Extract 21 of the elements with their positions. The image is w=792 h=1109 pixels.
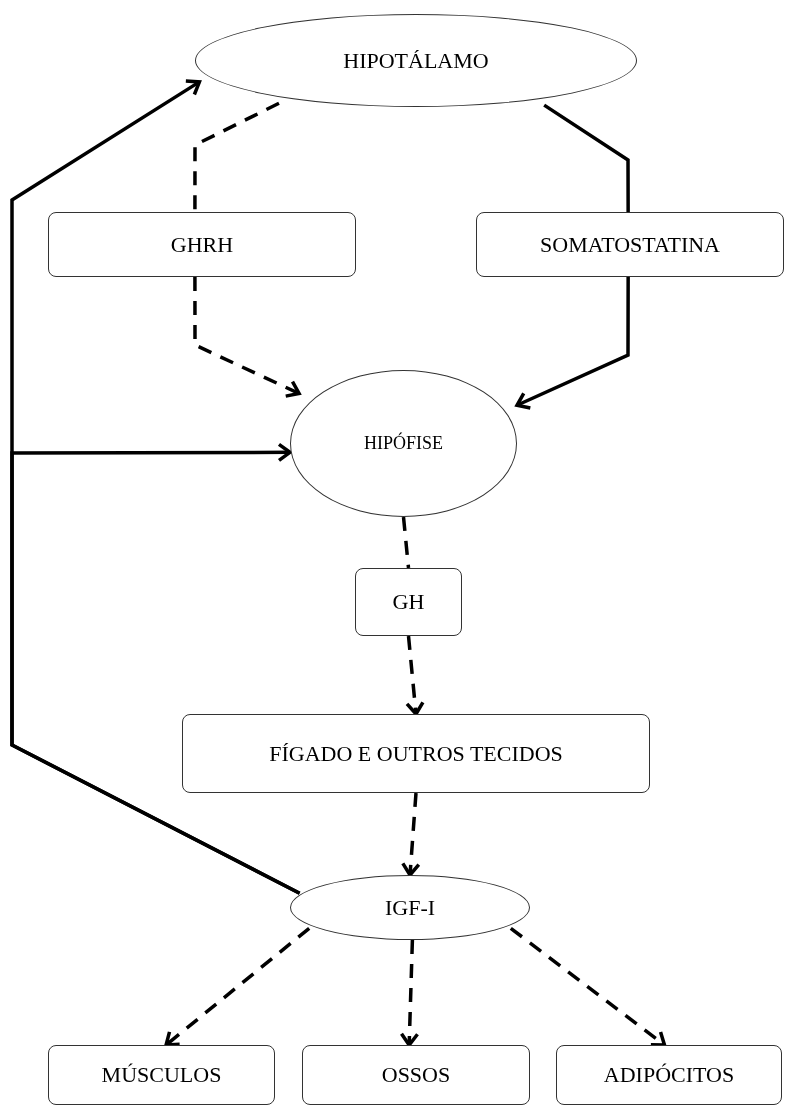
- connector-line: [193, 101, 280, 212]
- arrow: [399, 939, 420, 1047]
- ellipse-node: HIPÓFISE: [290, 370, 517, 517]
- arrow: [164, 926, 311, 1047]
- rounded-box: GH: [355, 568, 462, 636]
- arrow: [193, 277, 301, 398]
- arrow: [509, 926, 667, 1047]
- arrow: [515, 277, 630, 410]
- rounded-box: OSSOS: [302, 1045, 530, 1105]
- rounded-box: MÚSCULOS: [48, 1045, 275, 1105]
- rounded-box: SOMATOSTATINA: [476, 212, 784, 277]
- arrow: [401, 792, 421, 877]
- connector-line: [401, 516, 411, 569]
- rounded-box: GHRH: [48, 212, 356, 277]
- connector-line: [543, 103, 630, 212]
- ellipse-node: HIPOTÁLAMO: [195, 14, 637, 107]
- ellipse-node: IGF-I: [290, 875, 530, 940]
- rounded-box: FÍGADO E OUTROS TECIDOS: [182, 714, 650, 793]
- arrow: [405, 635, 425, 716]
- arrow: [10, 442, 301, 895]
- rounded-box: ADIPÓCITOS: [556, 1045, 782, 1105]
